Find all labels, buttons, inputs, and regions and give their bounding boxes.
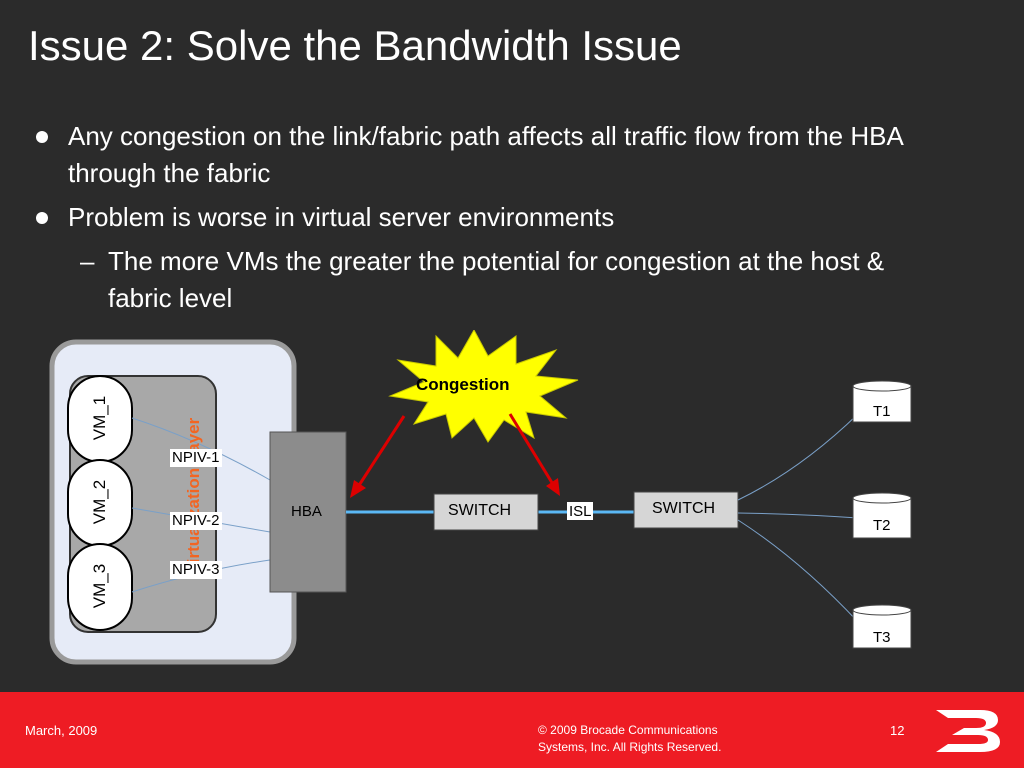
t2-link xyxy=(737,512,859,519)
diagram-graphics xyxy=(49,330,912,665)
npiv-3-label: NPIV-3 xyxy=(170,561,222,579)
target-t3-label: T3 xyxy=(873,629,891,646)
isl-box xyxy=(567,502,593,520)
hba-box xyxy=(269,431,347,593)
sub-bullet-dash: – xyxy=(80,246,95,276)
npiv-2-label: NPIV-2 xyxy=(170,512,222,530)
footer-page-number: 12 xyxy=(890,723,905,738)
target-t1-disk xyxy=(852,380,912,423)
sub-bullet-item: – The more VMs the greater the potential… xyxy=(36,243,936,317)
vm-3-box xyxy=(67,543,133,631)
virtualization-layer-label: Virtualization Layer xyxy=(184,417,203,575)
vm1-link xyxy=(131,417,271,481)
congestion-arrow-right xyxy=(508,413,556,487)
vm-1-label: VM_1 xyxy=(90,395,109,441)
t1-link xyxy=(737,413,859,501)
bullet-text: Problem is worse in virtual server envir… xyxy=(68,202,615,232)
congestion-burst-icon xyxy=(388,330,579,443)
switch-right-box xyxy=(633,491,739,529)
slide-title: Issue 2: Solve the Bandwidth Issue xyxy=(28,22,682,69)
bullet-dot-icon xyxy=(36,212,48,224)
congestion-label: Congestion xyxy=(416,375,510,394)
sub-bullet-text: The more VMs the greater the potential f… xyxy=(108,246,885,313)
arrowhead-left-icon xyxy=(350,480,366,498)
switch-right-label: SWITCH xyxy=(652,500,716,517)
isl-label: ISL xyxy=(569,503,592,520)
switch-left-label: SWITCH xyxy=(448,502,512,519)
target-t2-disk xyxy=(852,492,912,539)
bullet-item: Problem is worse in virtual server envir… xyxy=(36,199,936,236)
vm-3-label: VM_3 xyxy=(90,563,109,609)
bullet-item: Any congestion on the link/fabric path a… xyxy=(36,118,936,192)
bullet-text: Any congestion on the link/fabric path a… xyxy=(68,121,903,188)
target-t2-label: T2 xyxy=(873,517,891,534)
target-t3-disk xyxy=(852,604,912,649)
switch-left-box xyxy=(433,493,539,531)
vm-2-label: VM_2 xyxy=(90,479,109,525)
bullet-list: Any congestion on the link/fabric path a… xyxy=(36,118,936,317)
congestion-arrow-left xyxy=(354,415,406,491)
footer-copyright: © 2009 Brocade Communications Systems, I… xyxy=(538,723,722,754)
t3-link xyxy=(737,519,859,623)
san-diagram: Virtualization Layer VM_1 VM_2 VM_3 NPIV… xyxy=(0,330,1024,690)
target-t1-label: T1 xyxy=(873,403,891,420)
hba-label: HBA xyxy=(291,503,322,520)
bullet-dot-icon xyxy=(36,131,48,143)
brocade-logo-icon xyxy=(936,710,1000,752)
footer-date: March, 2009 xyxy=(25,723,98,738)
arrowhead-right-icon xyxy=(546,478,560,496)
footer-bar: March, 2009 © 2009 Brocade Communication… xyxy=(0,692,1024,768)
npiv-1-label: NPIV-1 xyxy=(170,449,222,467)
